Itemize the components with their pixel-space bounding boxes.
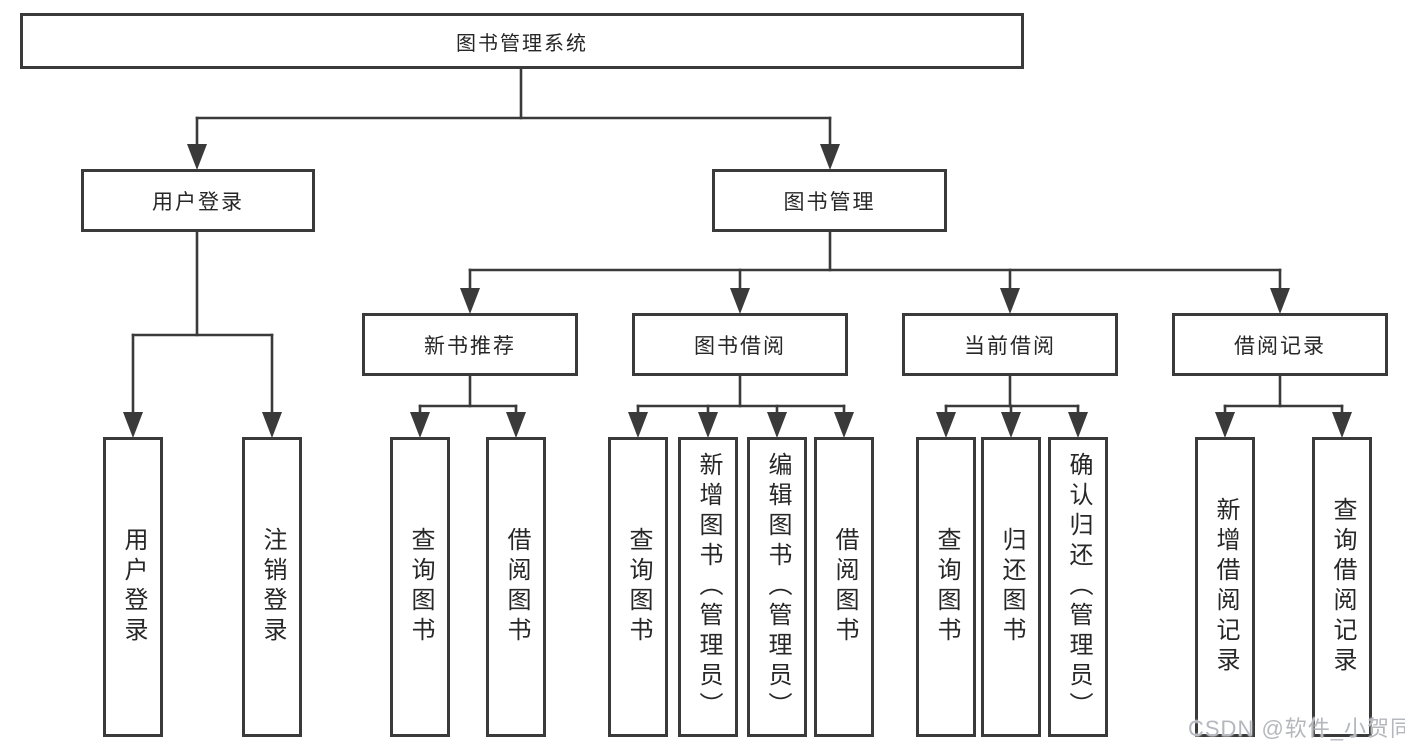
node-library-management-system-label: 图书管理系统 (456, 32, 588, 55)
leaf-newrec-borrow-books: 借阅图书 (486, 437, 546, 737)
node-borrowing-records: 借阅记录 (1172, 313, 1388, 376)
node-current-borrowing: 当前借阅 (902, 313, 1118, 376)
leaf-records-query-record-label: 查询借阅记录 (1329, 497, 1356, 677)
leaf-borrowing-query-books: 查询图书 (608, 437, 668, 737)
leaf-records-add-record-label: 新增借阅记录 (1212, 497, 1239, 677)
leaf-current-return-books-label: 归还图书 (998, 527, 1025, 647)
leaf-current-return-books: 归还图书 (981, 437, 1041, 737)
leaf-current-query-books: 查询图书 (916, 437, 976, 737)
node-new-book-recommend: 新书推荐 (362, 313, 578, 376)
node-user-login: 用户登录 (81, 169, 315, 232)
leaf-logout: 注销登录 (242, 437, 302, 737)
node-new-book-recommend-label: 新书推荐 (424, 334, 516, 358)
leaf-user-login: 用户登录 (103, 437, 163, 737)
leaf-current-confirm-return-admin: 确认归还（管理员） (1048, 437, 1108, 737)
node-book-borrowing-label: 图书借阅 (694, 334, 786, 358)
node-borrowing-records-label: 借阅记录 (1234, 334, 1326, 358)
node-book-management-label: 图书管理 (783, 190, 876, 214)
leaf-user-login-label: 用户登录 (120, 527, 147, 647)
leaf-borrowing-add-books-admin: 新增图书（管理员） (678, 437, 738, 737)
leaf-borrowing-edit-books-admin-label: 编辑图书（管理员） (764, 452, 791, 722)
node-book-management: 图书管理 (712, 169, 947, 232)
leaf-logout-label: 注销登录 (259, 527, 286, 647)
leaf-borrowing-borrow-books-label: 借阅图书 (831, 527, 858, 647)
leaf-newrec-query-books: 查询图书 (390, 437, 450, 737)
node-current-borrowing-label: 当前借阅 (964, 334, 1056, 358)
leaf-newrec-query-books-label: 查询图书 (407, 527, 434, 647)
node-book-borrowing: 图书借阅 (632, 313, 848, 376)
leaf-records-query-record: 查询借阅记录 (1312, 437, 1372, 737)
leaf-borrowing-add-books-admin-label: 新增图书（管理员） (695, 452, 722, 722)
leaf-borrowing-query-books-label: 查询图书 (625, 527, 652, 647)
watermark: CSDN @软件_小贺同学 (1188, 716, 1405, 741)
leaf-current-query-books-label: 查询图书 (933, 527, 960, 647)
leaf-current-confirm-return-admin-label: 确认归还（管理员） (1065, 452, 1092, 722)
leaf-records-add-record: 新增借阅记录 (1195, 437, 1255, 737)
leaf-newrec-borrow-books-label: 借阅图书 (503, 527, 530, 647)
leaf-borrowing-borrow-books: 借阅图书 (814, 437, 874, 737)
node-library-management-system: 图书管理系统 (20, 13, 1024, 69)
node-user-login-label: 用户登录 (152, 190, 244, 214)
leaf-borrowing-edit-books-admin: 编辑图书（管理员） (747, 437, 807, 737)
